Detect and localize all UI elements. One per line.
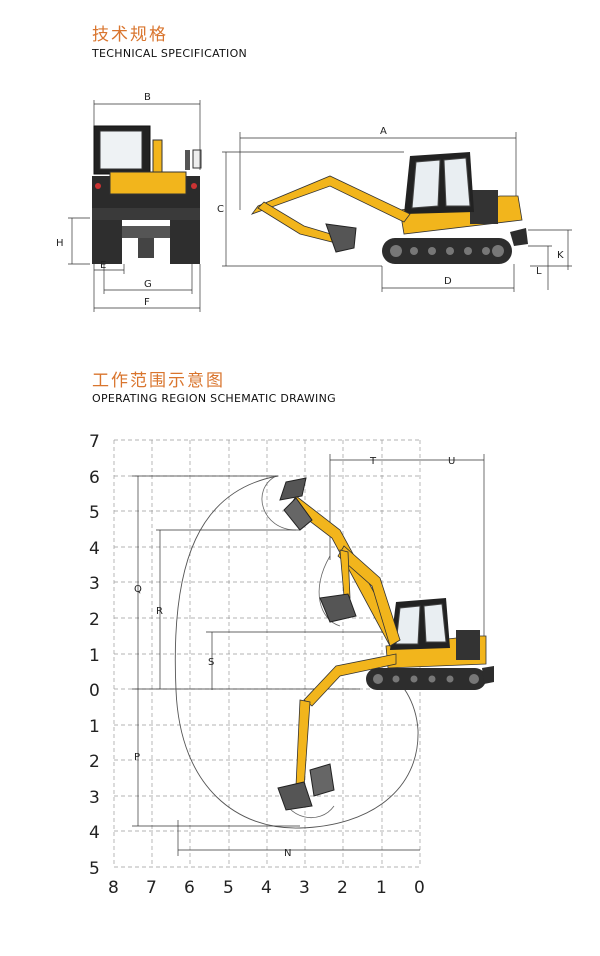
dim-h: H	[56, 238, 64, 249]
x-tick: 4	[261, 878, 272, 898]
y-tick: 2	[89, 752, 100, 772]
x-tick: 3	[299, 878, 310, 898]
working-envelope	[174, 475, 419, 829]
y-tick: 4	[89, 539, 100, 559]
x-tick: 5	[223, 878, 234, 898]
x-axis-ticks: 8 7 6 5 4 3 2 1 0	[108, 878, 425, 898]
x-tick: 7	[146, 878, 157, 898]
x-tick: 2	[337, 878, 348, 898]
y-axis-ticks: 7 6 5 4 3 2 1 0 1 2 3 4 5	[89, 432, 100, 879]
boom-pose-low	[277, 653, 397, 811]
region-grid	[113, 439, 421, 868]
dim-d: D	[444, 276, 452, 287]
boom-pose-mid	[319, 545, 401, 647]
bucket-arc	[261, 475, 297, 531]
y-tick: 3	[89, 788, 100, 808]
y-tick: 1	[89, 717, 100, 737]
y-tick: 6	[89, 468, 100, 488]
dim-q: Q	[134, 584, 142, 595]
dim-b: B	[144, 92, 151, 103]
side-view-dimensions	[222, 132, 572, 292]
spec-title-cn: 技术规格	[92, 25, 168, 45]
y-tick: 5	[89, 503, 100, 523]
region-title-en: OPERATING REGION SCHEMATIC DRAWING	[92, 392, 336, 405]
dim-s: S	[208, 657, 214, 668]
x-tick: 8	[108, 878, 119, 898]
dim-l: L	[536, 266, 542, 277]
bucket-arc	[318, 555, 341, 627]
dim-a: A	[380, 126, 387, 137]
dim-k: K	[557, 250, 564, 261]
spec-title-en: TECHNICAL SPECIFICATION	[92, 47, 248, 60]
y-tick: 0	[89, 681, 100, 701]
x-tick: 0	[414, 878, 425, 898]
y-tick: 1	[89, 646, 100, 666]
side-view-excavator	[250, 152, 528, 264]
dim-g: G	[144, 279, 152, 290]
region-dimensions	[132, 454, 485, 856]
region-title-cn: 工作范围示意图	[92, 371, 225, 391]
dim-n: N	[284, 848, 291, 859]
dim-e: E	[100, 260, 106, 271]
y-tick: 2	[89, 610, 100, 630]
dim-c: C	[217, 204, 224, 215]
dim-r: R	[156, 606, 163, 617]
region-excavator	[366, 598, 494, 690]
y-tick: 4	[89, 823, 100, 843]
x-tick: 6	[184, 878, 195, 898]
front-view-excavator	[92, 125, 202, 264]
y-tick: 5	[89, 859, 100, 879]
y-tick: 7	[89, 432, 100, 452]
dim-u: U	[448, 456, 455, 467]
x-tick: 1	[376, 878, 387, 898]
front-view-dimensions	[68, 100, 201, 312]
dim-t: T	[369, 456, 377, 467]
dim-f: F	[144, 297, 150, 308]
y-tick: 3	[89, 574, 100, 594]
dim-p: P	[134, 752, 140, 763]
